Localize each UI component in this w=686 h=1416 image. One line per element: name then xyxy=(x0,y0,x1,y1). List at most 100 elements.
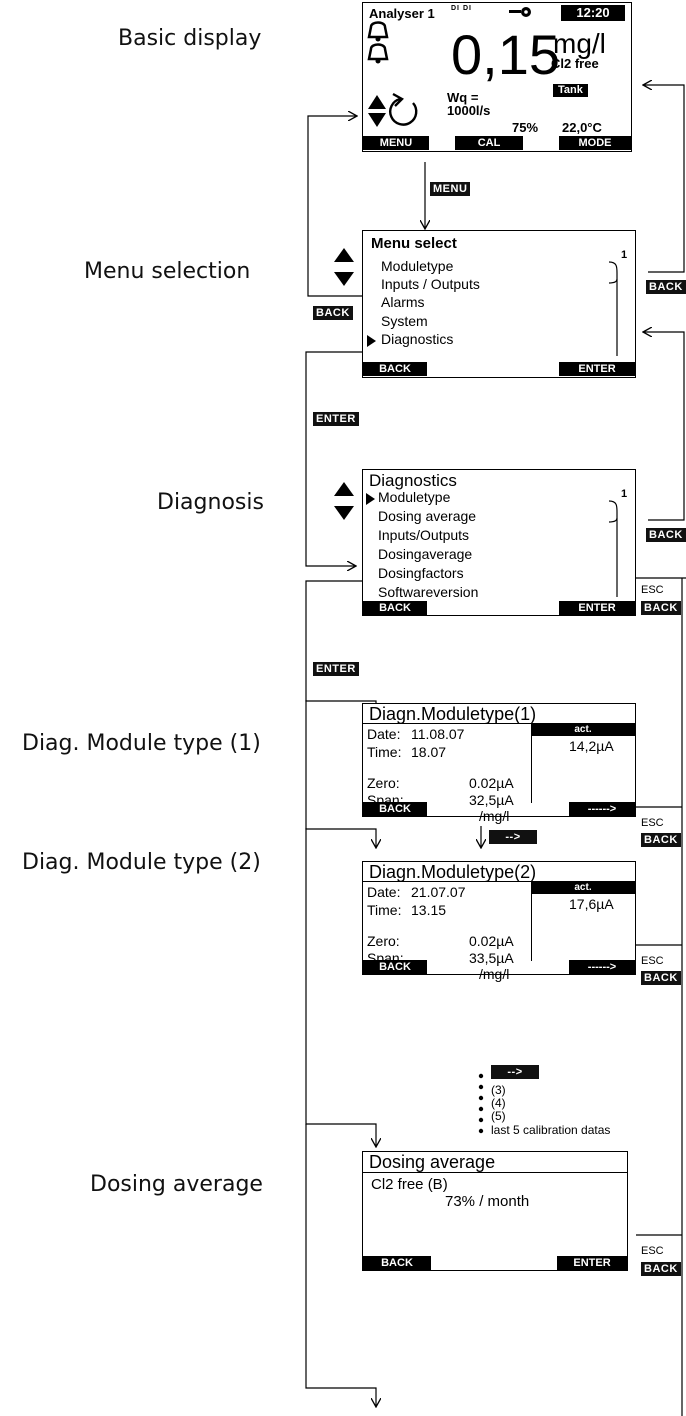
softkey-mode[interactable]: MODE xyxy=(559,136,631,150)
title-divider xyxy=(363,1172,627,1173)
act-header: act. xyxy=(531,723,635,736)
calibration-index-3: (3) xyxy=(491,1083,506,1097)
date-value: 11.08.07 xyxy=(411,726,465,742)
title-divider xyxy=(363,723,635,724)
date-label: Date: xyxy=(367,726,401,742)
diag-item-inputs-outputs[interactable]: Inputs/Outputs xyxy=(378,527,470,543)
title-divider xyxy=(363,881,635,882)
span-unit: /mg/l xyxy=(479,966,510,982)
bell-icon xyxy=(367,21,389,64)
span-unit: /mg/l xyxy=(479,808,510,824)
menu-item-system[interactable]: System xyxy=(381,313,428,329)
dosing-average-title: Dosing average xyxy=(369,1152,496,1172)
diag-item-softwareversion[interactable]: Softwareversion xyxy=(378,584,479,600)
calibration-index-5: (5) xyxy=(491,1109,506,1123)
tank-badge: Tank xyxy=(553,84,588,97)
label-basic-display: Basic display xyxy=(118,26,262,51)
diag-item-dosingaverage[interactable]: Dosingaverage xyxy=(378,546,473,562)
scrollbar[interactable] xyxy=(607,500,627,598)
softkey-next[interactable]: ------> xyxy=(569,960,635,974)
menu-item-moduletype[interactable]: Moduletype xyxy=(381,258,454,274)
act-value: 14,2µA xyxy=(569,738,614,754)
menu-select-title: Menu select xyxy=(371,235,457,252)
selection-cursor-icon xyxy=(367,335,376,347)
enter-key[interactable]: ENTER xyxy=(313,412,359,426)
softkey-back[interactable]: BACK xyxy=(363,802,427,816)
span-value: 33,5µA xyxy=(469,950,514,966)
selection-cursor-icon xyxy=(366,493,375,505)
analyser-name: Analyser 1 xyxy=(369,6,435,21)
label-diag-module-type-1: Diag. Module type (1) xyxy=(22,731,261,756)
back-key[interactable]: BACK xyxy=(646,528,686,542)
diag-item-dosingfactors[interactable]: Dosingfactors xyxy=(378,565,464,581)
next-key[interactable]: --> xyxy=(489,830,537,844)
module-type-1-title: Diagn.Moduletype(1) xyxy=(369,704,537,724)
softkey-cal[interactable]: CAL xyxy=(455,136,523,150)
menu-key[interactable]: MENU xyxy=(430,182,471,196)
dosing-value: 73% / month xyxy=(445,1193,530,1210)
softkey-enter[interactable]: ENTER xyxy=(559,362,635,376)
esc-label: ESC xyxy=(641,817,664,829)
softkey-back[interactable]: BACK xyxy=(363,601,427,615)
back-key[interactable]: BACK xyxy=(641,601,681,615)
calibration-note: last 5 calibration datas xyxy=(491,1123,611,1137)
up-down-arrows-icon xyxy=(334,248,354,286)
output-percent: 75% xyxy=(512,120,539,135)
measured-parameter: Cl2 free xyxy=(551,56,599,71)
softkey-back[interactable]: BACK xyxy=(363,1256,431,1270)
date-label: Date: xyxy=(367,884,401,900)
softkey-back[interactable]: BACK xyxy=(363,362,427,376)
time-value: 18.07 xyxy=(411,744,447,760)
enter-key[interactable]: ENTER xyxy=(313,662,359,676)
menu-item-diagnostics[interactable]: Diagnostics xyxy=(381,331,454,347)
zero-value: 0.02µA xyxy=(469,775,514,791)
module-type-1-screen: Diagn.Moduletype(1) act. Date: 11.08.07 … xyxy=(362,703,636,824)
flow-label: Wq = xyxy=(447,90,479,105)
menu-item-inputs-outputs[interactable]: Inputs / Outputs xyxy=(381,276,480,292)
module-type-2-title: Diagn.Moduletype(2) xyxy=(369,862,537,882)
span-value: 32,5µA xyxy=(469,792,514,808)
softkey-enter[interactable]: ENTER xyxy=(557,1256,627,1270)
dosing-parameter: Cl2 free (B) xyxy=(371,1176,448,1193)
back-key[interactable]: BACK xyxy=(641,1262,681,1276)
measured-value: 0,15 xyxy=(451,23,560,86)
scrollbar[interactable] xyxy=(607,261,627,357)
act-header: act. xyxy=(531,881,635,894)
zero-label: Zero: xyxy=(367,775,400,791)
menu-select-screen: Menu select 1 Moduletype Inputs / Output… xyxy=(362,230,636,378)
diag-item-dosing-average[interactable]: Dosing average xyxy=(378,508,477,524)
label-dosing-average: Dosing average xyxy=(90,1172,263,1197)
softkey-back[interactable]: BACK xyxy=(363,960,427,974)
up-down-arrows-icon xyxy=(334,482,354,520)
softkey-enter[interactable]: ENTER xyxy=(559,601,635,615)
column-divider xyxy=(531,881,532,961)
act-value: 17,6µA xyxy=(569,896,614,912)
flow-value: 1000l/s xyxy=(447,103,491,118)
menu-page-number: 1 xyxy=(621,249,628,261)
back-key[interactable]: BACK xyxy=(641,833,681,847)
softkey-next[interactable]: ------> xyxy=(569,802,635,816)
esc-label: ESC xyxy=(641,1245,664,1257)
softkey-menu[interactable]: MENU xyxy=(363,136,429,150)
basic-display-screen: Analyser 1 DI DI 12:20 0,15 mg/l Cl2 fre… xyxy=(362,2,632,152)
diag-item-moduletype[interactable]: Moduletype xyxy=(378,489,451,505)
diagnostics-screen: Diagnostics 1 Moduletype Dosing average … xyxy=(362,469,636,616)
back-key[interactable]: BACK xyxy=(313,306,353,320)
zero-value: 0.02µA xyxy=(469,933,514,949)
dosing-average-screen: Dosing average Cl2 free (B) 73% / month … xyxy=(362,1151,628,1271)
calibration-index-4: (4) xyxy=(491,1096,506,1110)
back-key[interactable]: BACK xyxy=(646,280,686,294)
measured-unit: mg/l xyxy=(553,28,606,59)
time-value: 13.15 xyxy=(411,902,447,918)
diagnostics-page-number: 1 xyxy=(621,488,628,500)
key-icon xyxy=(509,7,531,17)
diagnostics-title: Diagnostics xyxy=(369,471,457,490)
next-key[interactable]: --> xyxy=(491,1065,539,1079)
back-key[interactable]: BACK xyxy=(641,971,681,985)
clock-display: 12:20 xyxy=(561,5,625,21)
esc-label: ESC xyxy=(641,955,664,967)
menu-item-alarms[interactable]: Alarms xyxy=(381,294,425,310)
digital-input-indicator: DI DI xyxy=(451,5,472,12)
